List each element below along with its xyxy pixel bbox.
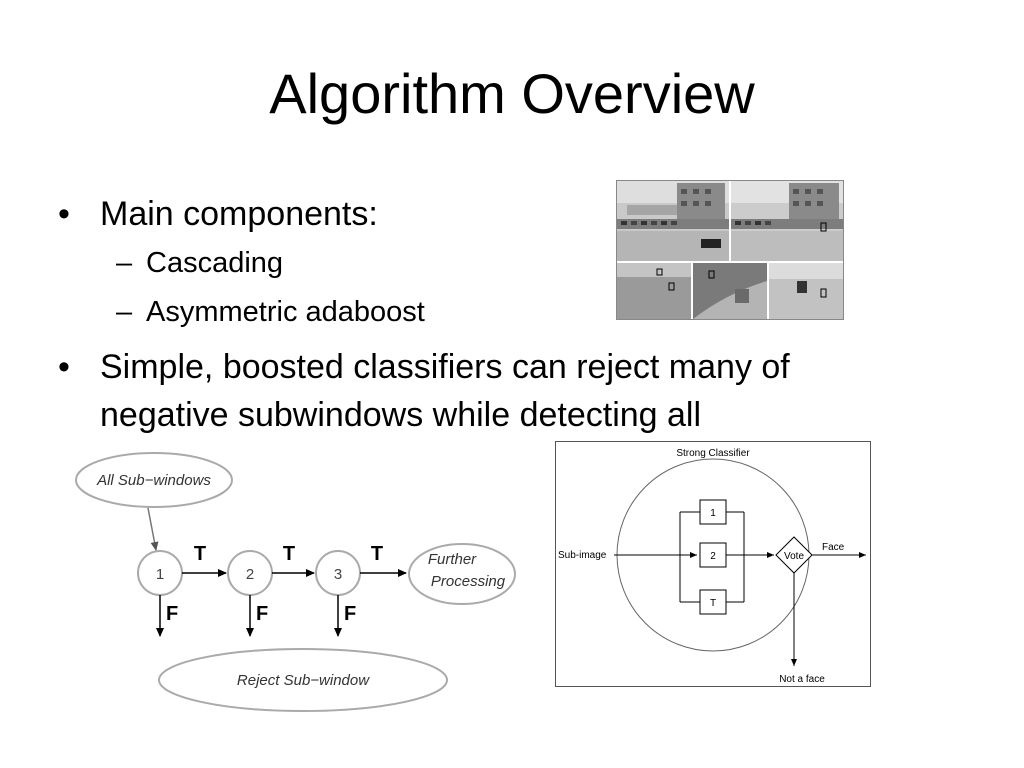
- photo-frame-3: [617, 263, 691, 319]
- weak-classifier-1: [699, 499, 727, 525]
- bullet-text-line2: negative subwindows while detecting all: [100, 396, 702, 434]
- stage-2-label: 2: [246, 566, 254, 583]
- face-label: Face: [822, 542, 845, 553]
- false-label-1: F: [166, 603, 178, 625]
- start-arrow: [147, 507, 159, 551]
- weak-classifier-t: [699, 589, 727, 615]
- reject-subwindow-label: Reject Sub−window: [237, 672, 370, 689]
- vote-label: Vote: [784, 551, 804, 562]
- weak-classifier-1-label: 1: [710, 508, 716, 519]
- strong-classifier-drawing: Strong Classifier Sub-image 1 2 T V: [558, 448, 866, 685]
- sub-image-label: Sub-image: [558, 550, 607, 561]
- reject-subwindow-node: [158, 648, 448, 712]
- weak-classifier-2: [699, 542, 727, 568]
- not-face-label: Not a face: [779, 674, 825, 685]
- true-label-3: T: [371, 543, 383, 565]
- sub-bullet-text: Cascading: [146, 247, 284, 279]
- sub-bullet-dash: –: [116, 296, 133, 328]
- all-subwindows-node: [75, 452, 233, 508]
- true-label-1: T: [194, 543, 206, 565]
- further-processing-label-2: Processing: [431, 573, 506, 590]
- sub-bullet-dash: –: [116, 247, 133, 279]
- weak-classifier-t-label: T: [710, 598, 716, 609]
- all-subwindows-label: All Sub−windows: [96, 472, 211, 489]
- bullet-text: Main components:: [100, 195, 378, 233]
- stage-3-label: 3: [334, 566, 342, 583]
- photo-frame-5: [769, 263, 843, 319]
- stage-1-label: 1: [156, 566, 164, 583]
- false-label-2: F: [256, 603, 268, 625]
- photo-frame-4: [693, 263, 767, 319]
- strong-classifier-title: Strong Classifier: [676, 448, 750, 459]
- photo-frame-2: [731, 181, 843, 261]
- photo-collage-drawing: [617, 181, 843, 319]
- further-processing-label-1: Further: [428, 551, 477, 568]
- surveillance-photo-collage: [616, 180, 844, 320]
- false-label-3: F: [344, 603, 356, 625]
- bullet-text-line1: Simple, boosted classifiers can reject m…: [100, 348, 790, 386]
- cascade-diagram: All Sub−windows 1 2 3 T T T Further Proc…: [60, 448, 530, 718]
- further-processing-node: [408, 543, 516, 605]
- strong-classifier-diagram: Strong Classifier Sub-image 1 2 T V: [555, 441, 871, 687]
- slide-title: Algorithm Overview: [269, 62, 755, 125]
- weak-classifier-2-label: 2: [710, 551, 716, 562]
- photo-frame-1: [617, 181, 729, 261]
- bullet-dot: •: [58, 195, 70, 233]
- bullet-dot: •: [58, 348, 70, 386]
- true-label-2: T: [283, 543, 295, 565]
- sub-bullet-text: Asymmetric adaboost: [146, 296, 425, 328]
- cascade-diagram-drawing: All Sub−windows 1 2 3 T T T Further Proc…: [75, 452, 516, 712]
